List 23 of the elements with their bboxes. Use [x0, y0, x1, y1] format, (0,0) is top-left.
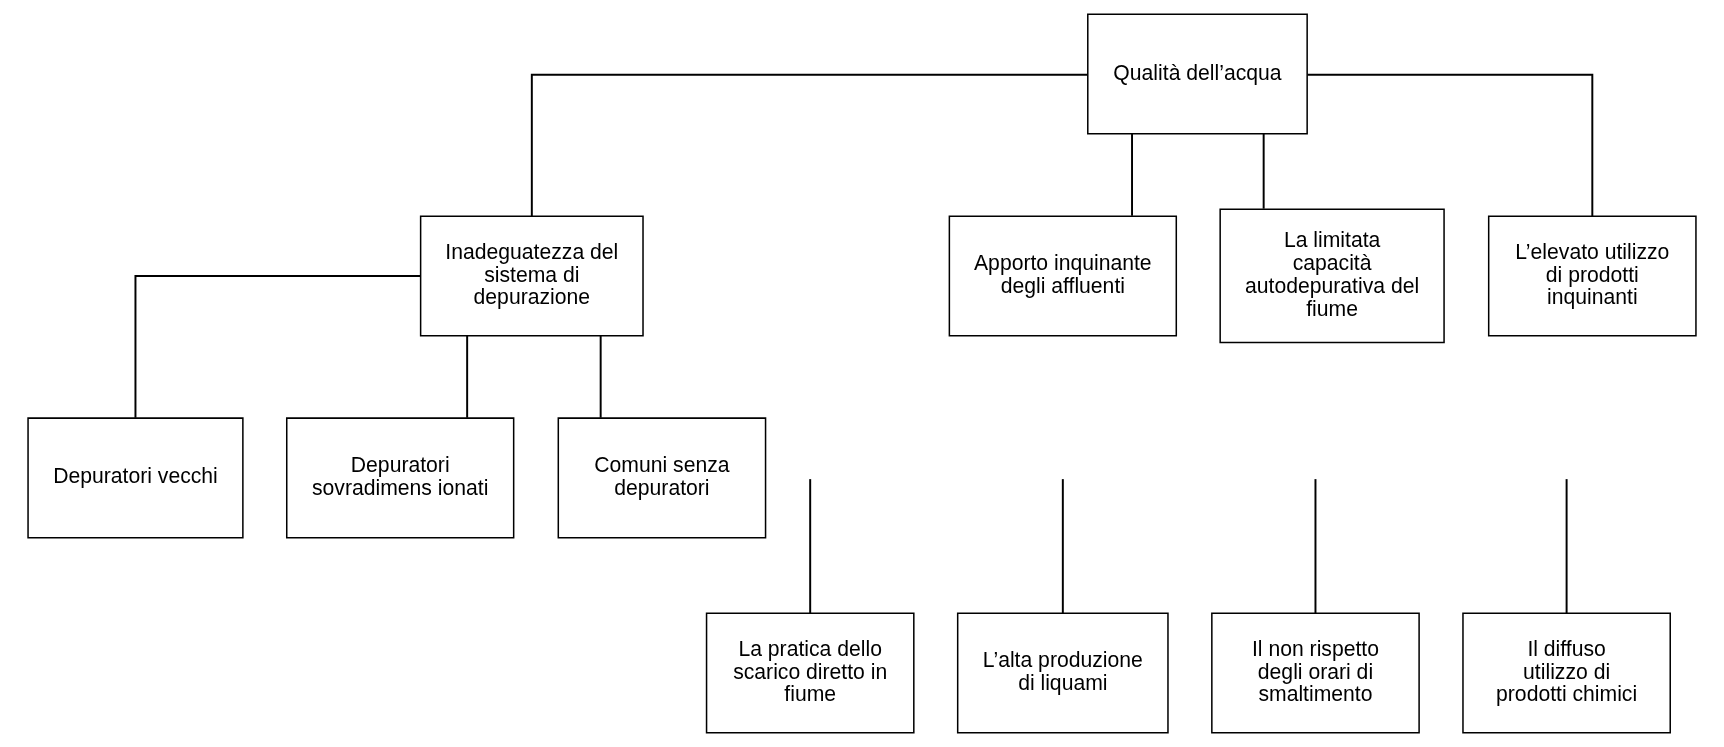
node-box: Il non rispetto degli orari di smaltimento: [1211, 612, 1420, 734]
connector: [1061, 478, 1064, 615]
node-box: La pratica dello scarico diretto in fiume: [705, 612, 915, 734]
node-box: Inadeguatezza del sistema di depurazione: [419, 215, 644, 337]
node-box: Comuni senza depuratori: [557, 417, 767, 539]
connector: [1131, 133, 1134, 217]
connector: [599, 335, 602, 419]
connector: [809, 478, 812, 615]
connector: [1306, 73, 1594, 218]
node-box: L’elevato utilizzo di prodotti inquinanti: [1487, 215, 1697, 337]
connector: [466, 335, 469, 419]
node-box: Qualità dell’acqua: [1087, 13, 1308, 135]
connector: [530, 73, 1089, 218]
node-box: Apporto inquinante degli affluenti: [948, 215, 1178, 337]
node-box: Depuratori sovradimens ionati: [286, 417, 515, 539]
node-box: L’alta produzione di liquami: [956, 612, 1169, 734]
node-box: La limitata capacità autodepurativa del fiume: [1219, 208, 1445, 344]
connector: [1565, 478, 1568, 615]
connector: [1262, 133, 1265, 210]
node-box: Il diffuso utilizzo di prodotti chimici: [1462, 612, 1671, 734]
node-box: Depuratori vecchi: [27, 417, 244, 539]
connector: [134, 274, 422, 419]
connector: [1314, 478, 1317, 615]
